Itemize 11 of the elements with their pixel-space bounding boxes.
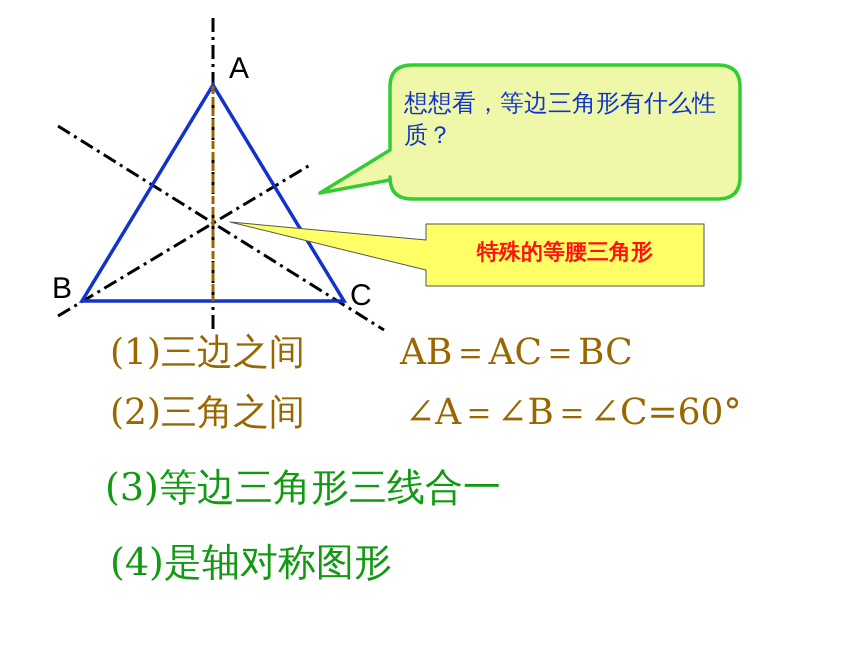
property-text: (4)是轴对称图形 (110, 539, 392, 586)
vertex-label: C (350, 279, 372, 313)
vertex-label: A (229, 52, 250, 86)
vertex-label: B (52, 272, 72, 306)
question-text: 想想看，等边三角形有什么性质？ (404, 88, 717, 152)
property-text: (1)三边之间 (110, 331, 305, 375)
property-text: AB＝AC＝BC (400, 331, 633, 375)
property-text: (3)等边三角形三线合一 (105, 464, 501, 511)
callout-text: 特殊的等腰三角形 (476, 239, 654, 267)
property-text: ∠A＝∠B＝∠C=60° (405, 391, 742, 435)
property-text: (2)三角之间 (110, 391, 305, 435)
